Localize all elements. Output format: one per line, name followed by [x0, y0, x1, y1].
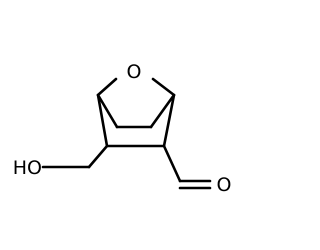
- bond-c4-c5: [149, 93, 176, 129]
- aldehyde-oxygen-label: O: [217, 174, 232, 196]
- bond-c1-c6: [96, 93, 119, 129]
- structure-diagram: O HO O: [13, 61, 232, 196]
- ring-oxygen-label: O: [127, 61, 142, 83]
- hydroxyl-label: HO: [13, 157, 42, 179]
- bond-o-bridge-c4: [151, 77, 176, 97]
- bond-c3-cho: [162, 144, 182, 183]
- bond-c1-o-bridge: [96, 77, 118, 97]
- bond-c1-c2: [96, 93, 109, 148]
- bond-c2-ch2: [87, 144, 109, 169]
- bond-c4-c3: [162, 93, 176, 148]
